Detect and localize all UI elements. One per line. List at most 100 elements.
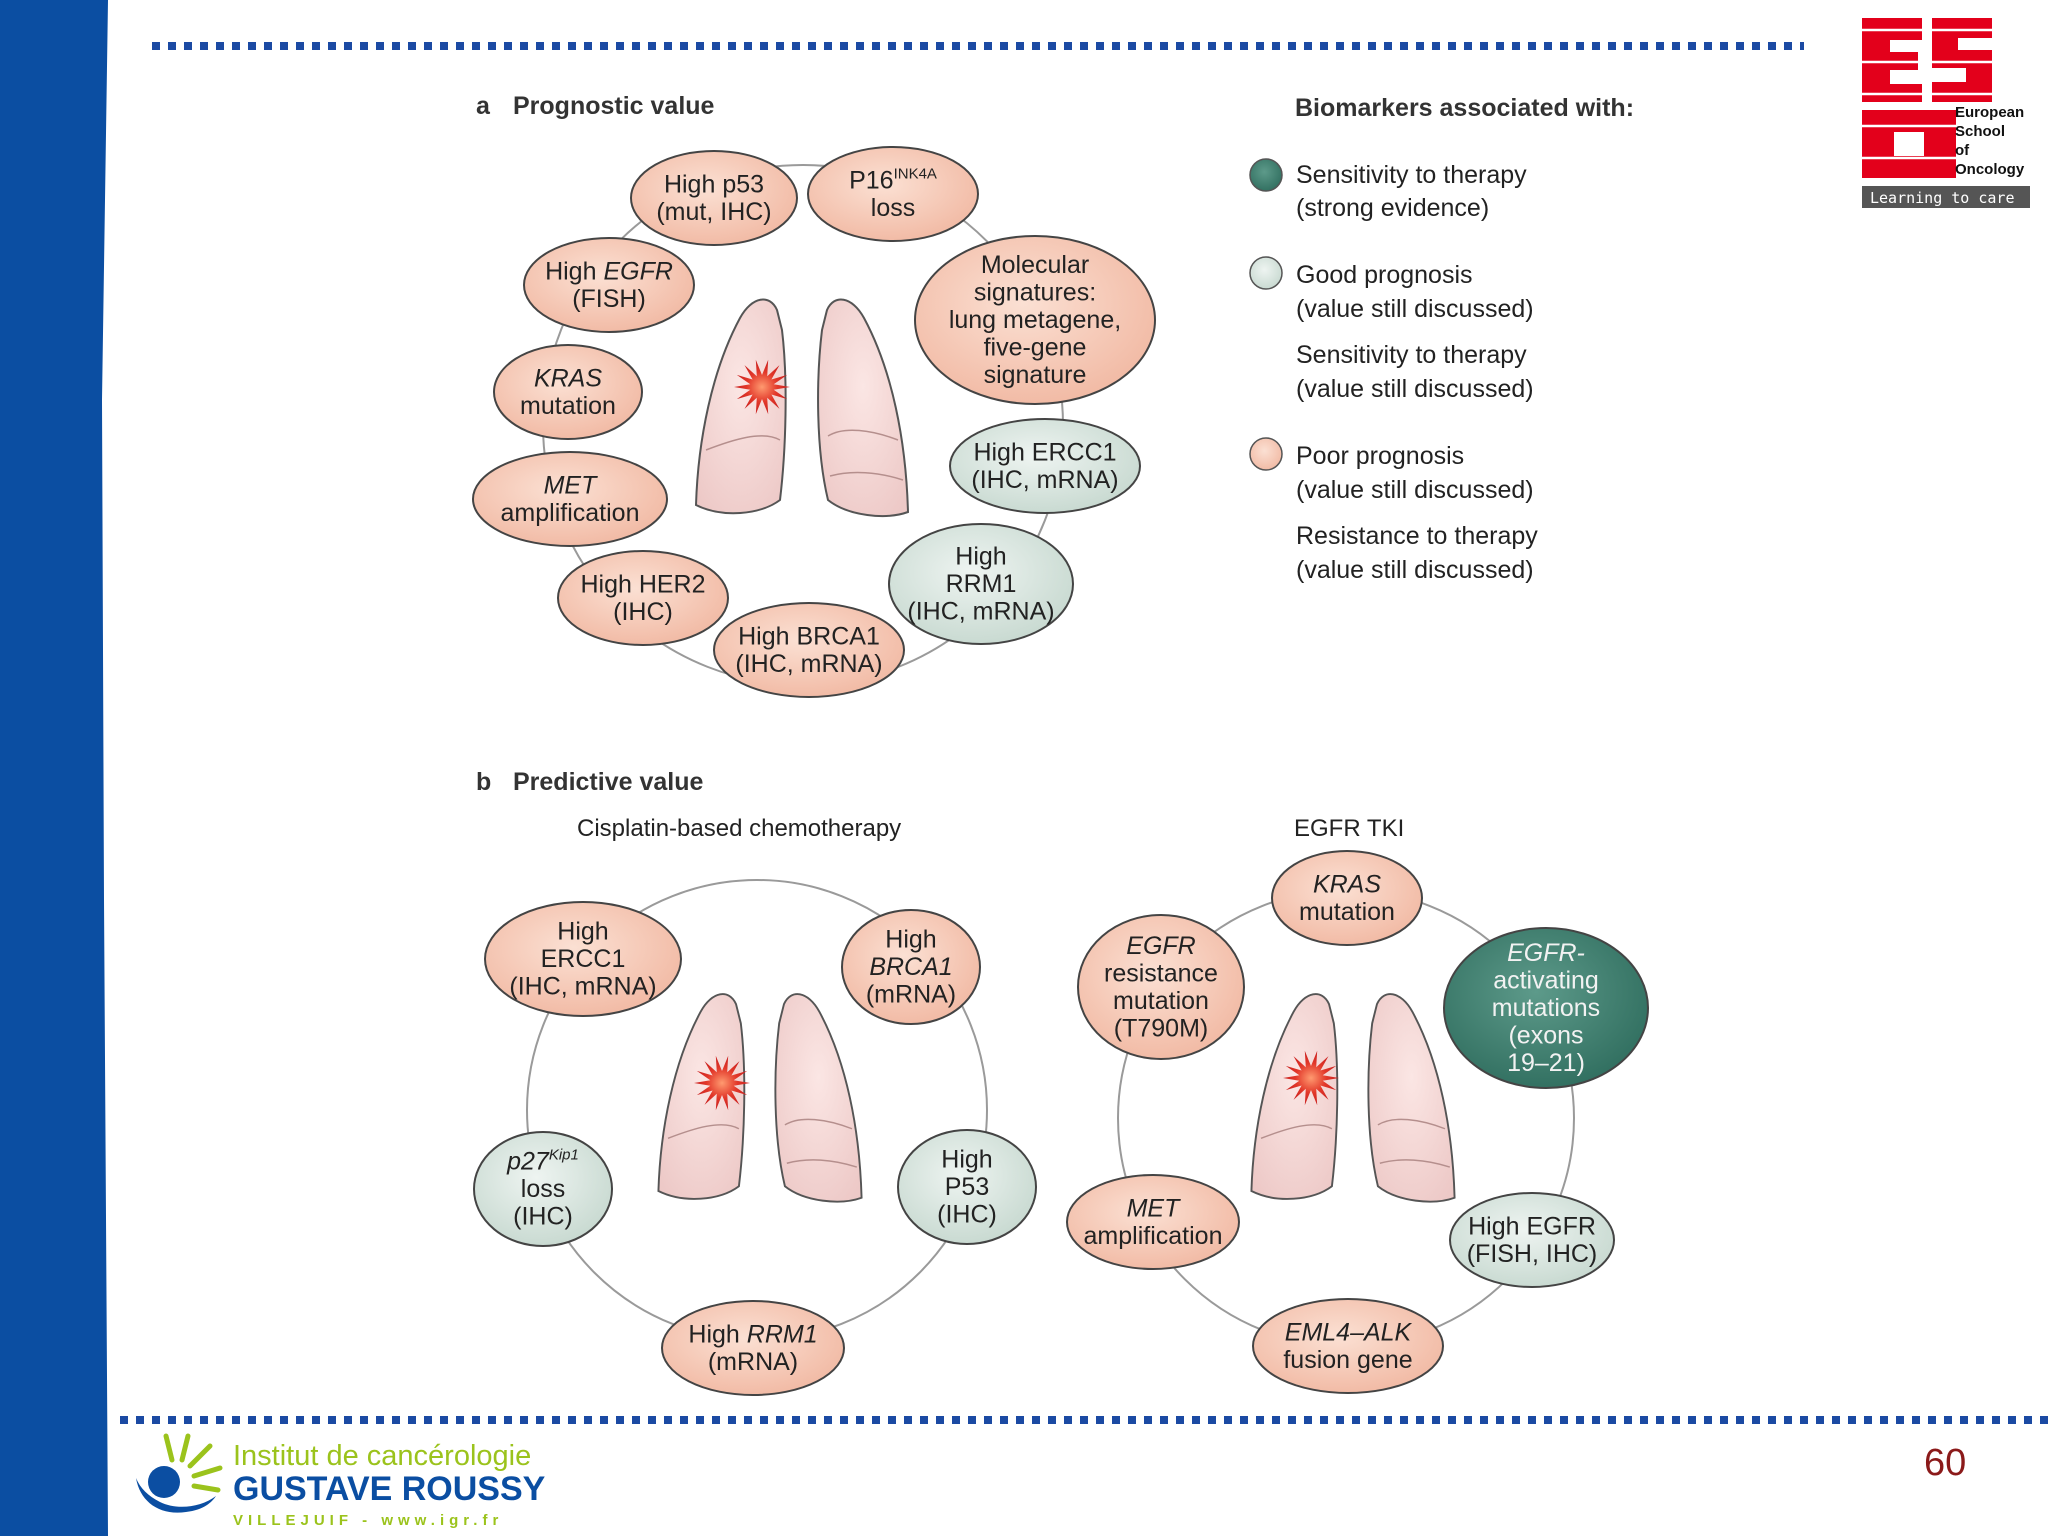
biomarker-label-line: signature bbox=[984, 361, 1087, 389]
legend-poor-line4: (value still discussed) bbox=[1296, 556, 1534, 584]
biomarker-ellipse bbox=[557, 550, 729, 646]
biomarker-label-line: (IHC) bbox=[937, 1201, 997, 1229]
biomarker-cis-high-rrm1: High RRM1(mRNA) bbox=[661, 1300, 845, 1396]
biomarker-label-line: (T790M) bbox=[1114, 1014, 1208, 1042]
legend-poor-line1: Poor prognosis bbox=[1296, 442, 1464, 470]
biomarker-label-line: loss bbox=[871, 194, 915, 222]
biomarker-ellipse bbox=[949, 418, 1141, 514]
biomarker-high-brca1: High BRCA1(IHC, mRNA) bbox=[713, 602, 905, 698]
section-b-title: Predictive value bbox=[513, 768, 703, 796]
biomarker-label-line: lung metagene, bbox=[949, 306, 1121, 334]
biomarker-label-line: p27Kip1 bbox=[506, 1147, 579, 1176]
biomarker-label-line: High bbox=[955, 543, 1006, 571]
legend-title: Biomarkers associated with: bbox=[1295, 94, 1634, 122]
biomarker-label-line: High bbox=[885, 926, 936, 954]
biomarker-label-line: BRCA1 bbox=[869, 953, 952, 981]
biomarker-ellipse bbox=[713, 602, 905, 698]
biomarker-label-line: EML4–ALK bbox=[1285, 1318, 1413, 1346]
sun-icon bbox=[136, 1433, 223, 1513]
biomarker-ellipse bbox=[493, 344, 643, 440]
eso-tagline: Learning to care bbox=[1870, 189, 2015, 207]
biomarker-ellipse bbox=[484, 901, 682, 1017]
eso-name-line1: European bbox=[1955, 104, 2024, 121]
biomarker-ellipse bbox=[1449, 1192, 1615, 1288]
biomarker-label-line: High BRCA1 bbox=[738, 622, 880, 650]
biomarker-label-line: Molecular bbox=[981, 251, 1089, 279]
eso-letter-s-shape bbox=[1932, 18, 1992, 102]
biomarker-label-line: signatures: bbox=[974, 279, 1096, 307]
biomarker-label-line: (mut, IHC) bbox=[656, 198, 771, 226]
biomarker-label-line: (IHC, mRNA) bbox=[735, 650, 882, 678]
biomarker-label-line: resistance bbox=[1104, 959, 1218, 987]
lungs-prognostic-image bbox=[695, 298, 909, 517]
biomarker-label-line: amplification bbox=[1084, 1222, 1223, 1250]
tumor-cisplatin-icon bbox=[694, 1055, 750, 1111]
biomarker-label-line: loss bbox=[521, 1175, 565, 1203]
biomarker-label-line: High HER2 bbox=[580, 570, 705, 598]
section-b-letter: b bbox=[476, 768, 491, 796]
biomarker-ellipse bbox=[807, 146, 979, 242]
section-a-title: Prognostic value bbox=[513, 92, 715, 120]
biomarker-ellipse bbox=[472, 451, 668, 547]
biomarker-label-line: mutation bbox=[1113, 987, 1209, 1015]
eso-name-line4: Oncology bbox=[1955, 161, 2025, 178]
biomarker-label-line: High EGFR bbox=[545, 257, 673, 285]
biomarker-label-line: five-gene bbox=[984, 334, 1087, 362]
biomarker-high-her2: High HER2(IHC) bbox=[557, 550, 729, 646]
biomarker-high-p53: High p53(mut, IHC) bbox=[630, 150, 798, 246]
biomarker-label-line: (mRNA) bbox=[866, 981, 956, 1009]
lungs-cisplatin-image bbox=[657, 993, 863, 1203]
legend-good-line1: Good prognosis bbox=[1296, 261, 1473, 289]
legend-good-line3: Sensitivity to therapy bbox=[1296, 341, 1527, 369]
biomarker-ellipse bbox=[914, 235, 1156, 405]
biomarker-label-line: RRM1 bbox=[946, 570, 1017, 598]
biomarker-label-line: KRAS bbox=[534, 364, 602, 392]
legend-swatch-strong bbox=[1249, 158, 1283, 192]
legend-swatch-poor bbox=[1249, 437, 1283, 471]
biomarker-label-line: High RRM1 bbox=[688, 1320, 817, 1348]
biomarker-label-line: High bbox=[941, 1146, 992, 1174]
section-a-letter: a bbox=[476, 92, 491, 120]
eso-tagline-bar bbox=[1862, 186, 2030, 208]
biomarker-ellipse bbox=[1252, 1298, 1444, 1394]
gustave-roussy-logo: Institut de cancérologie GUSTAVE ROUSSY … bbox=[136, 1433, 546, 1529]
biomarker-high-ercc1: High ERCC1(IHC, mRNA) bbox=[949, 418, 1141, 514]
biomarker-ellipse bbox=[888, 523, 1074, 645]
biomarker-label-line: (IHC, mRNA) bbox=[907, 598, 1054, 626]
eso-letter-o-shape bbox=[1862, 110, 1956, 178]
biomarker-label-line: MET bbox=[1127, 1194, 1182, 1222]
biomarker-label-line: P16INK4A bbox=[849, 165, 937, 194]
biomarker-label-line: 19–21) bbox=[1507, 1049, 1585, 1077]
egfr-tki-title: EGFR TKI bbox=[1294, 815, 1404, 842]
legend-good-line2: (value still discussed) bbox=[1296, 295, 1534, 323]
legend-poor-line2: (value still discussed) bbox=[1296, 476, 1534, 504]
biomarker-label-line: (IHC) bbox=[613, 598, 673, 626]
biomarker-label-line: fusion gene bbox=[1283, 1346, 1412, 1374]
eso-name-line2: School bbox=[1955, 123, 2005, 140]
institute-line3: VILLEJUIF - www.igr.fr bbox=[233, 1512, 503, 1529]
legend-strong-line1: Sensitivity to therapy bbox=[1296, 161, 1527, 189]
legend: Sensitivity to therapy (strong evidence)… bbox=[1249, 158, 1538, 584]
biomarker-ellipse bbox=[1066, 1174, 1240, 1270]
top-dotted-rule bbox=[152, 42, 1804, 50]
biomarker-ellipse bbox=[630, 150, 798, 246]
biomarker-ellipse bbox=[841, 909, 981, 1025]
biomarker-label-line: High EGFR bbox=[1468, 1212, 1596, 1240]
biomarker-label-line: (FISH) bbox=[572, 285, 646, 313]
institute-line2: GUSTAVE ROUSSY bbox=[233, 1470, 546, 1508]
bottom-dotted-rule bbox=[120, 1416, 2048, 1424]
biomarker-label-line: (IHC, mRNA) bbox=[971, 466, 1118, 494]
